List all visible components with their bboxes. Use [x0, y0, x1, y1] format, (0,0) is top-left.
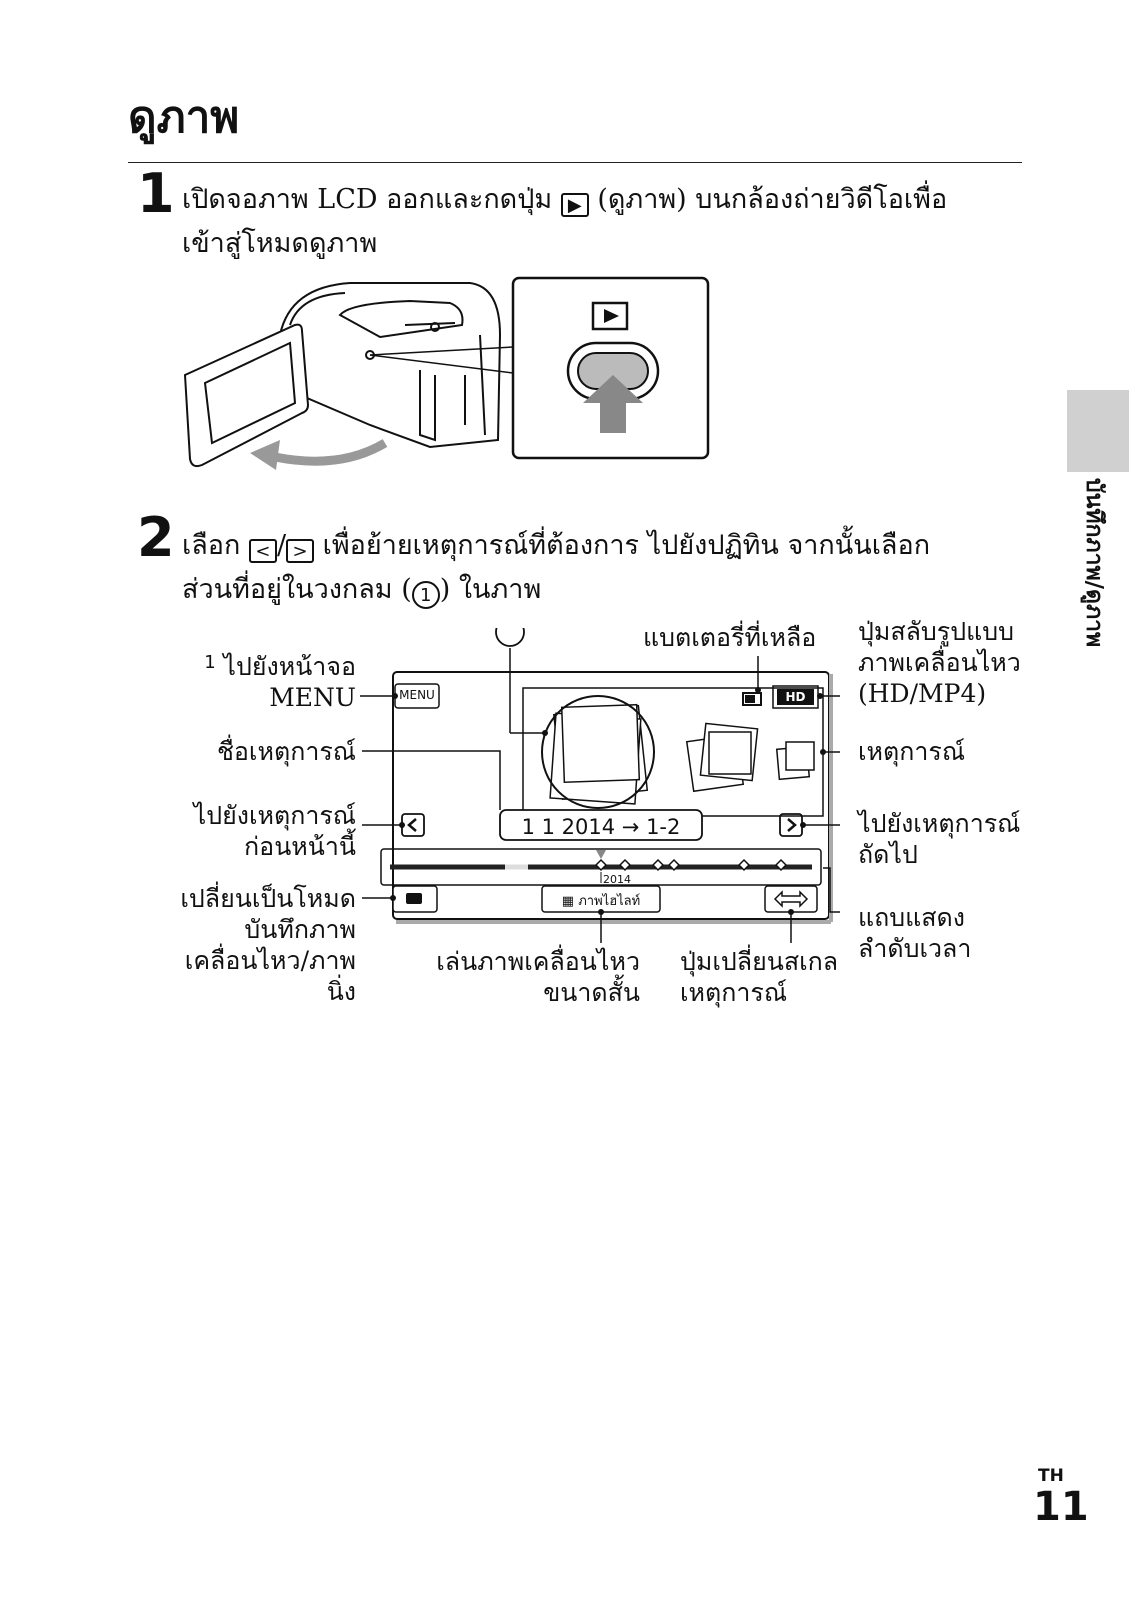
section-tab — [1067, 390, 1129, 472]
page-number: 11 — [1033, 1484, 1089, 1530]
label-prev-event: ไปยังเหตุการณ์ ก่อนหน้านี้ — [193, 801, 356, 861]
step2-number: 2 — [137, 506, 175, 569]
title-rule — [128, 162, 1022, 163]
label-format-switch: ปุ่มสลับรูปแบบ ภาพเคลื่อนไหว (HD/MP4) — [858, 617, 1021, 708]
label-timeline-bar: แถบแสดง ลำดับเวลา — [858, 903, 972, 963]
page-title: ดูภาพ — [128, 92, 240, 143]
label-switch-mode: เปลี่ยนเป็นโหมด บันทึกภาพ เคลื่อนไหว/ภาพ… — [180, 884, 356, 1006]
step2-text: เลือก </> เพื่อย้ายเหตุการณ์ที่ต้องการ ไ… — [182, 524, 1022, 612]
prev-arrow-icon: < — [248, 539, 277, 563]
hd-format-icon[interactable]: HD — [785, 690, 806, 704]
side-section-label: บันทึกภาพ/ดูภาพ — [1081, 478, 1107, 648]
label-event-scale: ปุ่มเปลี่ยนสเกล เหตุการณ์ — [680, 947, 839, 1007]
highlight-button[interactable]: ▦ ภาพไฮไลท์ — [561, 894, 641, 909]
step1-number: 1 — [137, 162, 175, 225]
page-language-code: TH — [1038, 1466, 1064, 1486]
label-event-name: ชื่อเหตุการณ์ — [216, 737, 356, 766]
label-battery: แบตเตอรี่ที่เหลือ — [643, 623, 817, 652]
next-arrow-icon: > — [286, 539, 315, 563]
circle-number-icon: 1 — [411, 581, 440, 609]
step1-text: เปิดจอภาพ LCD ออกและกดปุ่ม ▶ (ดูภาพ) บนก… — [182, 184, 948, 259]
label-events: เหตุการณ์ — [858, 737, 966, 766]
label-highlight-play: เล่นภาพเคลื่อนไหว ขนาดสั้น — [436, 947, 640, 1007]
label-next-event: ไปยังเหตุการณ์ ถัดไป — [858, 809, 1021, 869]
camcorder-illustration — [183, 276, 710, 470]
label-go-menu: ไปยังหน้าจอ MENU — [223, 652, 356, 712]
menu-button[interactable]: MENU — [399, 688, 435, 702]
event-date-range: 1 1 2014 → 1-2 — [521, 815, 681, 839]
circle-marker-label: 1 — [204, 652, 216, 673]
playback-icon: ▶ — [560, 193, 589, 217]
highlight-movie-icon: ▦ — [561, 894, 575, 909]
screen-diagram — [360, 628, 840, 943]
timeline-year: 2014 — [603, 873, 631, 886]
